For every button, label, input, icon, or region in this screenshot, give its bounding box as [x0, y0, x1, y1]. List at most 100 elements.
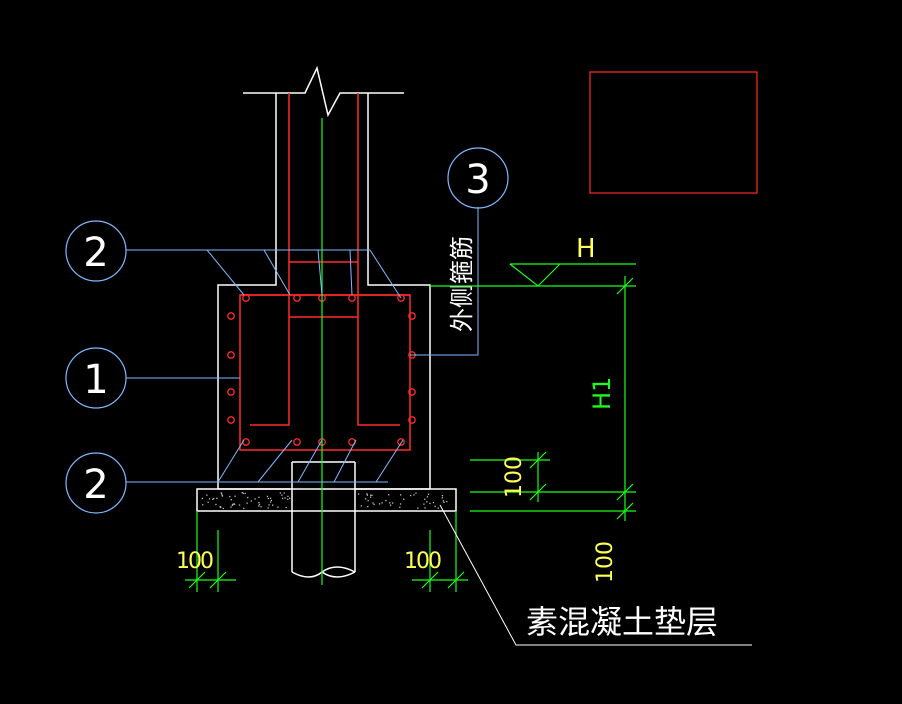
hatch-dot	[208, 498, 211, 500]
hatch-dot	[287, 498, 289, 500]
hatch-dot	[367, 505, 369, 508]
dimension-100-right	[412, 511, 468, 592]
leader-lines	[126, 207, 479, 483]
hatch-dot	[429, 502, 431, 505]
hatch-dot	[216, 497, 218, 499]
hatch-dot	[400, 494, 402, 496]
outer-stirrup-label: 外侧箍筋	[448, 236, 476, 332]
hatch-dot	[242, 492, 244, 494]
hatch-dot	[389, 502, 391, 504]
hatch-dot	[370, 496, 372, 498]
callout-2-top-number: 2	[83, 230, 108, 276]
hatch-dot	[441, 497, 443, 499]
hatch-dot	[373, 503, 375, 506]
dimension-100-left	[185, 511, 236, 592]
hatch-dot	[231, 504, 233, 506]
hatch-dot	[372, 502, 374, 504]
hatch-dot	[287, 495, 289, 497]
dimension-100-right-label: 100	[404, 549, 441, 574]
callout-1-number: 1	[83, 357, 108, 403]
hatch-dot	[426, 496, 429, 498]
callout-3: 3	[447, 147, 509, 209]
hatch-dot	[219, 506, 221, 508]
hatch-dot	[258, 496, 260, 498]
hatch-dot	[434, 505, 436, 508]
hatch-dot	[238, 504, 241, 506]
hatch-dot	[246, 502, 248, 504]
hatch-dot	[258, 502, 260, 504]
hatch-dot	[260, 506, 262, 508]
callout-3-number: 3	[465, 157, 490, 203]
rebar-bar	[227, 312, 235, 320]
rebar-bar	[227, 416, 235, 424]
hatch-dot	[220, 492, 222, 494]
hatch-dot	[241, 492, 243, 494]
hatch-dot	[360, 505, 362, 507]
hatch-dot	[432, 501, 435, 504]
hatch-dot	[403, 498, 405, 500]
elevation-h-label: H	[576, 234, 596, 264]
hatch-dot	[212, 498, 214, 500]
hatch-dot	[213, 497, 215, 500]
hatch-dot	[222, 507, 224, 510]
hatch-dot	[365, 498, 367, 500]
dimension-h1-label: H1	[588, 377, 616, 410]
hatch-dot	[367, 500, 369, 502]
rebar-bar	[242, 438, 250, 446]
hatch-dot	[399, 503, 402, 505]
rebar-bar	[293, 294, 301, 302]
hatch-dot	[206, 494, 208, 496]
hatch-dot	[220, 506, 222, 509]
hatch-dot	[247, 496, 249, 499]
hatch-dot	[258, 505, 260, 507]
rebar-bar	[408, 416, 416, 424]
hatch-dot	[254, 498, 256, 500]
hatch-dot	[371, 494, 373, 496]
hatch-dot	[258, 503, 261, 506]
hatch-dot	[279, 492, 281, 494]
hatch-dot	[267, 497, 270, 500]
hatch-dot	[410, 494, 412, 497]
hatch-dot	[272, 504, 274, 506]
cushion-leader	[439, 504, 752, 646]
hatch-dot	[399, 506, 401, 508]
hatch-dot	[388, 494, 390, 496]
hatch-dot	[424, 507, 426, 509]
hatch-dot	[366, 494, 368, 496]
hatch-dot	[250, 500, 252, 502]
hatch-dot	[426, 501, 428, 503]
rebar-cage	[239, 93, 411, 451]
dimension-h1	[430, 276, 636, 521]
hatch-dot	[266, 495, 269, 498]
hatch-dot	[221, 494, 223, 496]
hatch-dot	[277, 506, 279, 508]
hatch-dot	[244, 492, 246, 495]
dimension-100-side-label: 100	[502, 456, 527, 498]
hatch-dot	[289, 497, 291, 499]
hatch-dot	[427, 493, 430, 495]
rebar-bar	[397, 294, 405, 302]
rebar-bar	[227, 388, 235, 396]
rebar-bar	[242, 294, 250, 302]
hatch-dot	[443, 501, 445, 503]
hatch-dot	[230, 506, 232, 508]
hatch-dot	[442, 500, 445, 502]
hatch-dot	[201, 497, 204, 500]
hatch-dot	[221, 495, 224, 497]
hatch-dot	[385, 499, 387, 502]
hatch-dot	[269, 501, 272, 503]
hatch-dot	[215, 503, 217, 506]
hatch-dot	[437, 507, 439, 509]
hatch-dot	[268, 504, 270, 506]
hatch-dot	[417, 507, 419, 509]
rebar-bar	[408, 312, 416, 320]
red-frame	[589, 71, 758, 194]
hatch-dot	[381, 502, 383, 504]
hatch-dot	[366, 493, 368, 495]
dimension-100-bottom-label: 100	[593, 541, 618, 583]
hatch-dot	[270, 499, 272, 502]
hatch-dot	[284, 497, 286, 499]
rebar-bar	[293, 438, 301, 446]
cushion-label: 素混凝土垫层	[526, 603, 718, 641]
